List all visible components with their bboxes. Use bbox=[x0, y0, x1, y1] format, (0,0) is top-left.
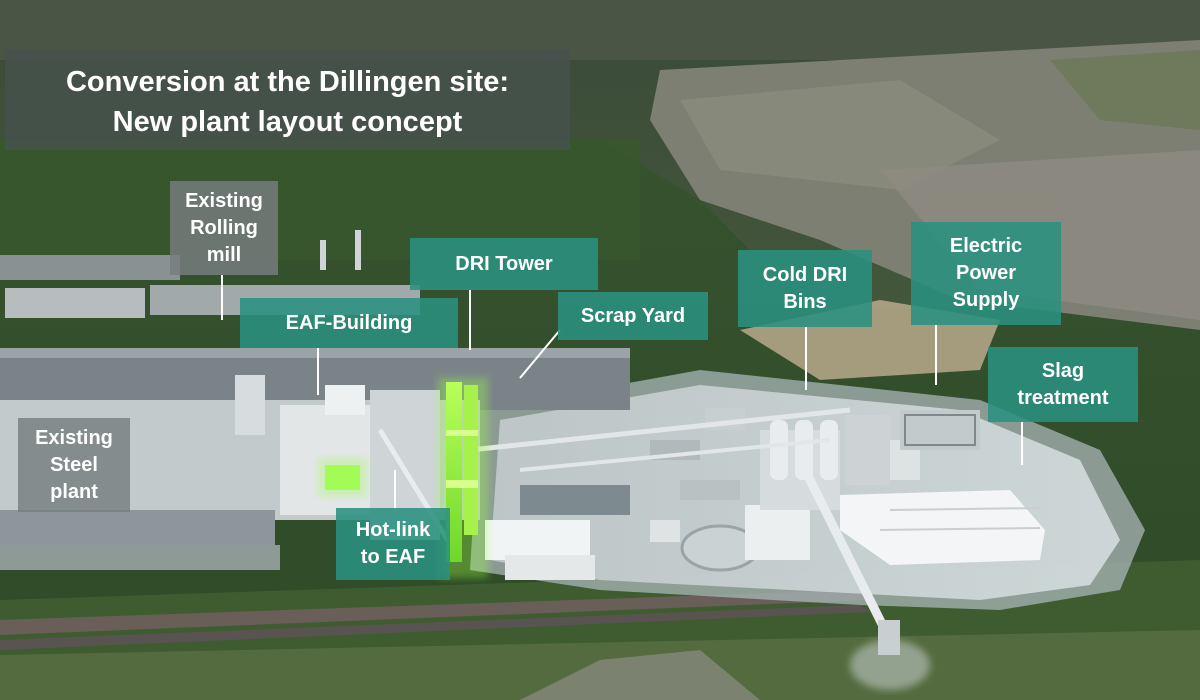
label-existing-rolling-mill: Existing Rolling mill bbox=[170, 181, 278, 275]
title-line-2: New plant layout concept bbox=[112, 106, 463, 138]
label-dri-tower: DRI Tower bbox=[410, 238, 598, 290]
label-scrap-yard: Scrap Yard bbox=[558, 292, 708, 340]
label-eaf-building: EAF-Building bbox=[240, 298, 458, 348]
label-hot-link-to-eaf: Hot-link to EAF bbox=[336, 508, 450, 580]
label-slag-treatment: Slag treatment bbox=[988, 347, 1138, 422]
title-line-1: Conversion at the Dillingen site: bbox=[65, 66, 510, 98]
diagram-title: Conversion at the Dillingen site: New pl… bbox=[5, 50, 570, 150]
highlighted-dri-tower bbox=[318, 378, 488, 578]
label-cold-dri-bins: Cold DRI Bins bbox=[738, 250, 872, 327]
new-plant-structures bbox=[377, 407, 1045, 690]
label-existing-steel-plant: Existing Steel plant bbox=[18, 418, 130, 512]
label-pointers bbox=[221, 275, 1023, 510]
label-electric-power-supply: Electric Power Supply bbox=[911, 222, 1061, 325]
